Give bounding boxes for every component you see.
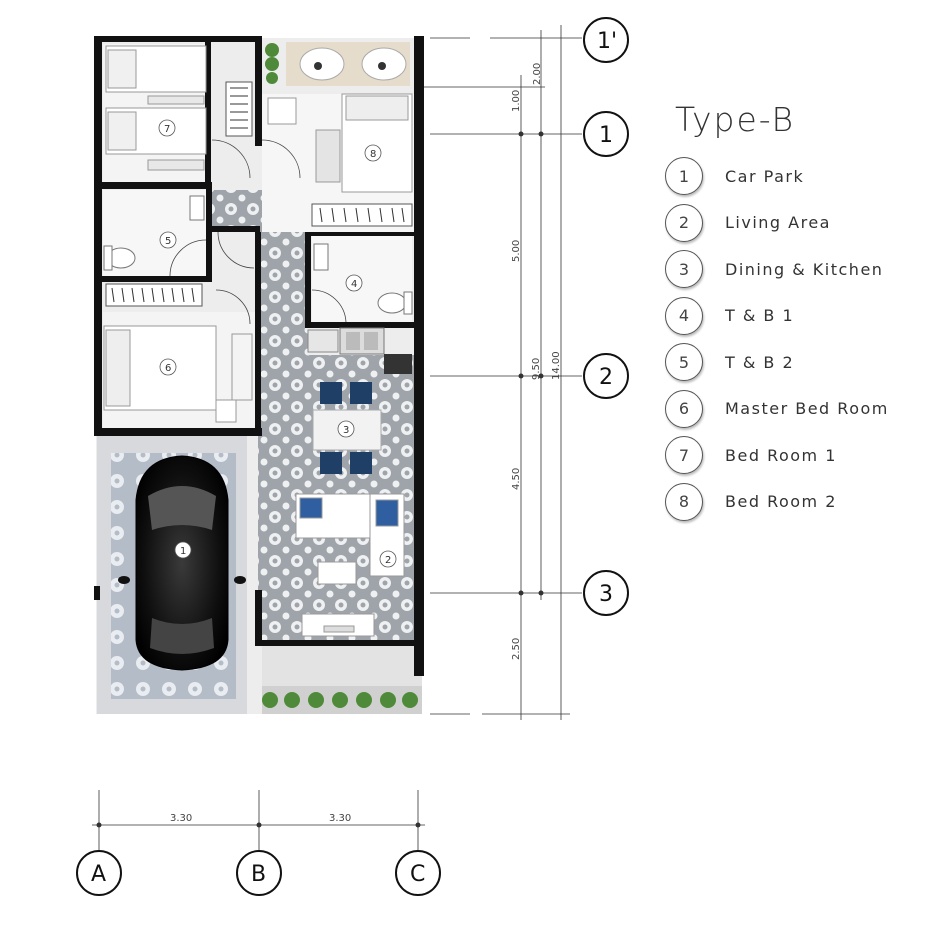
legend-label: Bed Room 2 <box>725 492 837 512</box>
svg-text:C: C <box>410 862 425 887</box>
corridor-tile <box>258 190 308 640</box>
legend-item: 7 Bed Room 1 <box>665 432 925 479</box>
legend-number: 8 <box>665 482 703 521</box>
room-marker-4 <box>345 274 363 292</box>
legend-number: 3 <box>665 250 703 289</box>
bed-room-1-beds <box>105 45 207 171</box>
dim-3-30-left: 3.30 <box>170 813 192 824</box>
legend-label: Dining & Kitchen <box>725 259 884 279</box>
dim-5-00: 5.00 <box>511 240 522 262</box>
legend-label: Bed Room 1 <box>725 445 837 465</box>
grid-bubble-row-1prime: 1' <box>583 17 629 63</box>
legend-label: T & B 1 <box>725 306 795 326</box>
dim-9-50: 9.50 <box>531 358 542 380</box>
legend-item: 2 Living Area <box>665 200 925 247</box>
kitchen <box>307 327 412 374</box>
svg-text:3: 3 <box>599 582 613 607</box>
room-marker-2 <box>379 550 397 568</box>
corridor-tile-top <box>210 190 258 232</box>
grid-lines <box>92 25 582 852</box>
legend-label: Living Area <box>725 213 831 233</box>
dim-2-00: 2.00 <box>532 63 543 85</box>
walls <box>94 36 424 676</box>
legend-number: 1 <box>665 157 703 196</box>
svg-text:3: 3 <box>343 425 349 436</box>
svg-text:2: 2 <box>599 365 613 390</box>
grid-bubble-col-c: C <box>395 850 441 896</box>
car <box>118 455 246 671</box>
door-swings <box>169 139 347 325</box>
legend-item: 8 Bed Room 2 <box>665 479 925 526</box>
room-marker-1 <box>174 541 192 559</box>
legend-number: 6 <box>665 389 703 428</box>
legend-item: 3 Dining & Kitchen <box>665 246 925 293</box>
room-marker-3 <box>337 420 355 438</box>
dim-ticks <box>96 131 544 828</box>
room-marker-6 <box>159 358 177 376</box>
svg-text:6: 6 <box>165 363 171 374</box>
legend-number: 2 <box>665 203 703 242</box>
svg-text:1: 1 <box>180 546 186 557</box>
bed-room-2-bed <box>267 93 413 193</box>
legend-label: Master Bed Room <box>725 399 889 419</box>
svg-text:1: 1 <box>599 123 613 148</box>
grid-bubble-col-a: A <box>76 850 122 896</box>
dim-14-00: 14.00 <box>551 351 562 380</box>
legend-item: 6 Master Bed Room <box>665 386 925 433</box>
legend-item: 5 T & B 2 <box>665 339 925 386</box>
room-marker-5 <box>159 231 177 249</box>
svg-text:2: 2 <box>385 555 391 566</box>
svg-text:8: 8 <box>370 149 376 160</box>
legend-label: T & B 2 <box>725 352 795 372</box>
svg-text:4: 4 <box>351 279 357 290</box>
svg-text:1': 1' <box>597 29 617 54</box>
room-marker-8 <box>364 144 382 162</box>
svg-text:7: 7 <box>164 124 170 135</box>
bathroom-fixtures <box>103 195 413 315</box>
legend: Type-B 1 Car Park 2 Living Area 3 Dining & … <box>665 100 925 525</box>
grid-bubble-col-b: B <box>236 850 282 896</box>
legend-item: 4 T & B 1 <box>665 293 925 340</box>
grid-bubbles: 1' 1 2 3 A B C <box>76 17 629 896</box>
legend-item: 1 Car Park <box>665 153 925 200</box>
plan-type-title: Type-B <box>675 100 796 139</box>
legend-number: 4 <box>665 296 703 335</box>
dim-2-50: 2.50 <box>511 638 522 660</box>
dim-1-00: 1.00 <box>511 90 522 112</box>
legend-number: 7 <box>665 436 703 475</box>
grid-bubble-row-1: 1 <box>583 111 629 157</box>
legend-number: 5 <box>665 343 703 382</box>
svg-text:B: B <box>251 862 266 887</box>
living-set <box>295 493 405 637</box>
grid-bubble-row-2: 2 <box>583 353 629 399</box>
legend-label: Car Park <box>725 166 805 186</box>
dim-4-50: 4.50 <box>511 468 522 490</box>
grid-bubble-row-3: 3 <box>583 570 629 616</box>
dim-3-30-right: 3.30 <box>329 813 351 824</box>
plants <box>262 43 418 708</box>
svg-text:5: 5 <box>165 236 171 247</box>
room-marker-7 <box>158 119 176 137</box>
wardrobes <box>105 81 413 307</box>
room-markers <box>158 119 397 568</box>
svg-text:A: A <box>91 862 106 887</box>
